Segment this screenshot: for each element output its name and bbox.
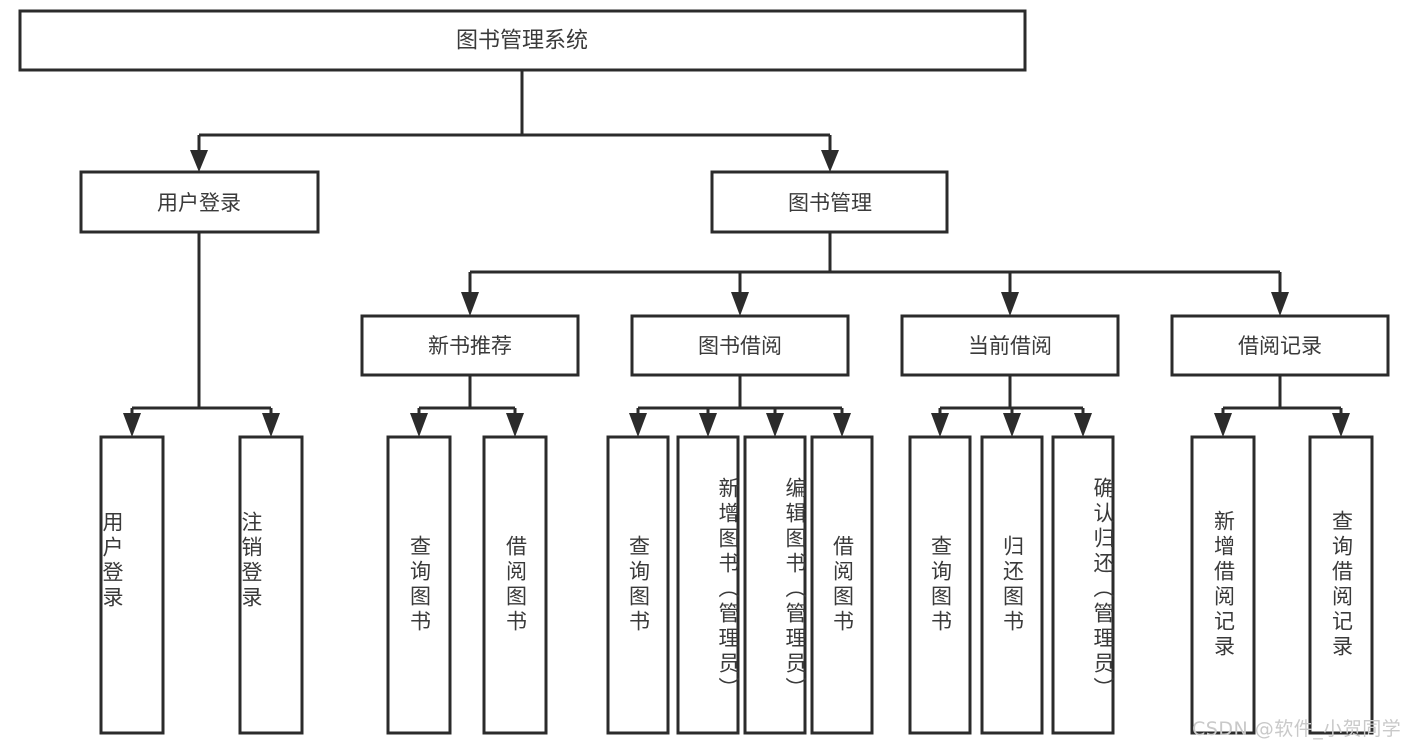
node-new-book-recommend-box[interactable] <box>360 314 580 377</box>
node-leaf-return-book-box[interactable] <box>980 435 1044 735</box>
arrow-head-borrow-records <box>1271 292 1289 316</box>
arrow-head-leaf-add-borrow-record <box>1214 413 1232 437</box>
node-root[interactable]: 图书管理系统 <box>18 9 1027 72</box>
arrow-head-book-management <box>821 150 839 172</box>
node-borrow-records-label: 借阅记录 <box>1238 334 1322 358</box>
connector-group-current-borrow <box>931 375 1092 437</box>
arrow-head-user-login <box>190 150 208 172</box>
arrow-head-leaf-query-book-1 <box>410 413 428 437</box>
arrow-head-leaf-confirm-return-admin <box>1074 413 1092 437</box>
node-root-box[interactable] <box>18 9 1027 72</box>
arrow-head-leaf-query-borrow-record <box>1332 413 1350 437</box>
arrow-head-leaf-add-book-admin <box>699 413 717 437</box>
node-leaf-logout-box[interactable] <box>238 435 304 735</box>
connector-group-root <box>190 70 839 172</box>
node-new-book-recommend[interactable]: 新书推荐 <box>360 314 580 377</box>
node-current-borrow-box[interactable] <box>900 314 1120 377</box>
node-leaf-confirm-return-admin-box[interactable] <box>1051 435 1115 735</box>
node-book-borrow-box[interactable] <box>630 314 850 377</box>
node-user-login-label: 用户登录 <box>157 191 241 215</box>
node-leaf-query-borrow-record-box[interactable] <box>1308 435 1374 735</box>
node-leaf-borrow-book-1-box[interactable] <box>482 435 548 735</box>
node-leaf-add-borrow-record-box[interactable] <box>1190 435 1256 735</box>
node-user-login[interactable]: 用户登录 <box>79 170 320 234</box>
node-current-borrow-label: 当前借阅 <box>968 334 1052 358</box>
arrow-head-leaf-borrow-book-2 <box>833 413 851 437</box>
node-leaf-query-book-1-box[interactable] <box>386 435 452 735</box>
node-leaf-query-book-2-box[interactable] <box>606 435 670 735</box>
arrow-head-leaf-borrow-book-1 <box>506 413 524 437</box>
arrow-head-leaf-return-book <box>1003 413 1021 437</box>
arrow-head-leaf-user-login <box>123 413 141 437</box>
node-leaf-borrow-book-2-box[interactable] <box>810 435 874 735</box>
arrow-head-current-borrow <box>1001 292 1019 316</box>
node-root-label: 图书管理系统 <box>456 29 588 54</box>
connector-group-new-book-recommend <box>410 375 524 437</box>
node-book-borrow-label: 图书借阅 <box>698 334 782 358</box>
node-book-management[interactable]: 图书管理 <box>710 170 949 234</box>
node-leaf-add-book-admin-box[interactable] <box>676 435 740 735</box>
node-current-borrow[interactable]: 当前借阅 <box>900 314 1120 377</box>
arrow-head-new-book-recommend <box>461 292 479 316</box>
node-book-management-label: 图书管理 <box>788 191 872 215</box>
node-user-login-box[interactable] <box>79 170 320 234</box>
connector-group-book-management <box>461 232 1289 316</box>
node-leaf-edit-book-admin-box[interactable] <box>743 435 807 735</box>
connector-group-user-login <box>123 232 280 437</box>
node-leaf-query-book-3-box[interactable] <box>908 435 972 735</box>
arrow-head-leaf-query-book-3 <box>931 413 949 437</box>
node-borrow-records-box[interactable] <box>1170 314 1390 377</box>
arrow-head-book-borrow <box>731 292 749 316</box>
connector-group-book-borrow <box>629 375 851 437</box>
node-borrow-records[interactable]: 借阅记录 <box>1170 314 1390 377</box>
leaf-box-group <box>99 435 1374 735</box>
node-new-book-recommend-label: 新书推荐 <box>428 334 512 358</box>
node-book-management-box[interactable] <box>710 170 949 234</box>
arrow-head-leaf-query-book-2 <box>629 413 647 437</box>
arrow-head-leaf-edit-book-admin <box>766 413 784 437</box>
csdn-watermark: CSDN @软件_小贺同学 <box>1192 718 1402 740</box>
arrow-head-leaf-logout <box>262 413 280 437</box>
node-leaf-user-login-box[interactable] <box>99 435 165 735</box>
connector-group-borrow-records <box>1214 375 1350 437</box>
node-book-borrow[interactable]: 图书借阅 <box>630 314 850 377</box>
